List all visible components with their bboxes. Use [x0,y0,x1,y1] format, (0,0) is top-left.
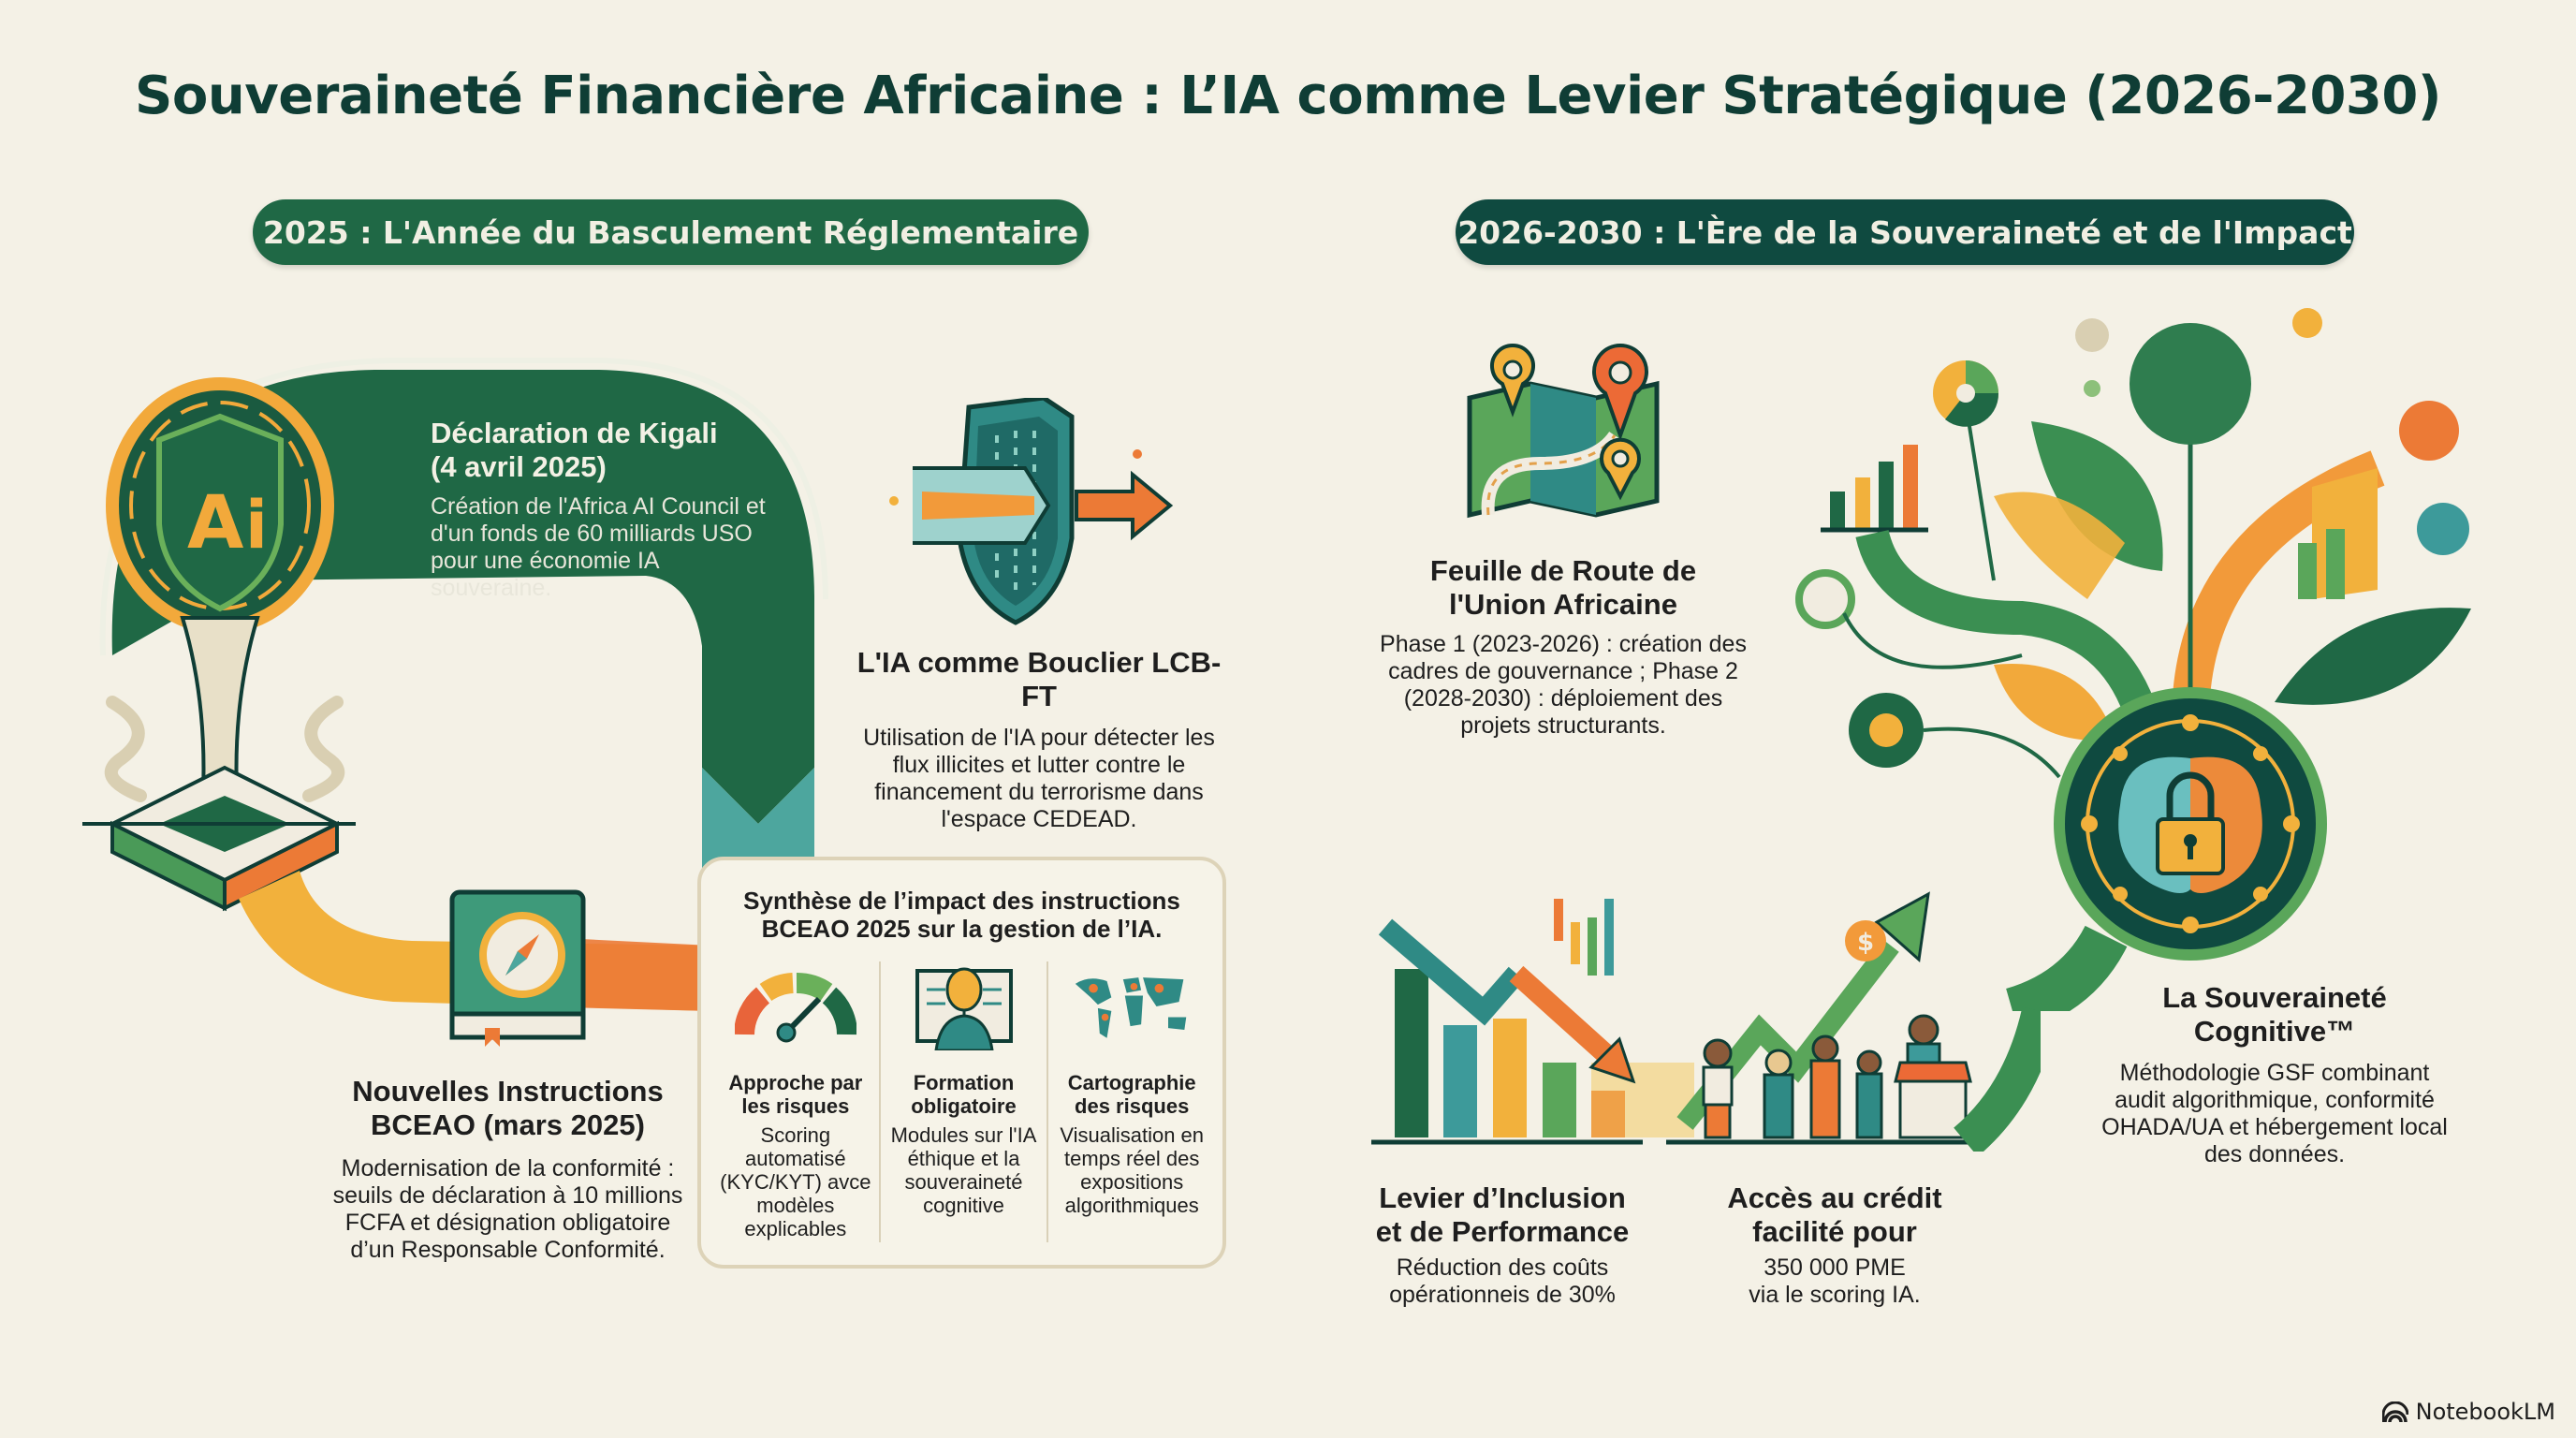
gauge-icon [734,972,856,1042]
synthesis-column-training: Formation obligatoire Modules sur l'IA é… [878,961,1047,1242]
credit-title: Accès au crédit facilité pour [1727,1181,1942,1248]
inclusion-body: Réduction des coûts opérationneis de 30% [1389,1255,1616,1308]
map-pin-icon [1490,343,1535,418]
ai-shield-emblem-icon: A i [106,377,334,634]
credit-body: 350 000 PME via le scoring IA. [1749,1255,1921,1308]
world-map-icon [1075,976,1187,1038]
kigali-title: Déclaration de Kigali (4 avril 2025) [431,417,718,483]
credit-access-block: Accès au crédit facilité pour 350 000 PM… [1685,1181,1984,1309]
declining-costs-chart-icon: $ [1371,891,2041,1152]
sme-growth-people-icon: $ [1666,891,2041,1152]
page-title: Souveraineté Financière Africaine : L’IA… [135,66,2441,126]
bceao-instructions-block: Nouvelles Instructions BCEAO (mars 2025)… [332,1075,683,1264]
lcb-ft-shield-block: L'IA comme Bouclier LCB-FT Utilisation d… [842,646,1236,833]
cognitive-body: Méthodologie GSF combinant audit algorit… [2101,1060,2448,1167]
notebooklm-brand: NotebookLM [2381,1399,2555,1425]
synthesis-column-risk-approach: Approche par les risques Scoring automat… [712,961,879,1242]
synthesis-title: Synthèse de l’impact des instructions BC… [743,887,1180,943]
section-header-2026-2030: 2026-2030 : L'Ère de la Souveraineté et … [1456,199,2354,265]
svg-text:A: A [187,481,243,565]
folded-map-pins-icon [1467,343,1660,519]
shield-arrow-icon [889,398,1174,625]
cognitive-sovereignty-block: La Souveraineté Cognitive™ Méthodologie … [2097,981,2452,1168]
kigali-body: Création de l'Africa AI Council et d'un … [431,493,766,601]
inclusion-performance-block: Levier d’Inclusion et de Performance Réd… [1367,1181,1638,1309]
au-roadmap-block: Feuille de Route de l'Union Africaine Ph… [1376,554,1750,740]
notebooklm-logo-icon [2381,1401,2408,1422]
svg-text:i: i [245,487,268,564]
bceao-synthesis-panel: Synthèse de l’impact des instructions BC… [697,857,1226,1269]
bceao-body: Modernisation de la conformité : seuils … [332,1155,683,1263]
inclusion-title: Levier d’Inclusion et de Performance [1375,1181,1630,1248]
lcb-ft-body: Utilisation de l'IA pour détecter les fl… [863,725,1215,832]
svg-text:$: $ [1857,929,1874,957]
bceao-title: Nouvelles Instructions BCEAO (mars 2025) [352,1075,664,1141]
brand-label: NotebookLM [2415,1399,2555,1425]
lcb-ft-title: L'IA comme Bouclier LCB-FT [856,646,1222,712]
au-roadmap-title: Feuille de Route de l'Union Africaine [1429,554,1697,621]
section-header-2025: 2025 : L'Année du Basculement Réglementa… [253,199,1089,265]
synthesis-column-risk-mapping: Cartographie des risques Visualisation e… [1046,961,1215,1242]
au-roadmap-body: Phase 1 (2023-2026) : création des cadre… [1380,631,1747,739]
cognitive-title: La Souveraineté Cognitive™ [2162,981,2387,1048]
brain-lock-tree-icon [1795,308,2471,1011]
kigali-declaration-card: Déclaration de Kigali (4 avril 2025) Cré… [431,417,777,602]
learner-book-icon [915,967,1013,1050]
compass-book-icon [449,889,586,1047]
